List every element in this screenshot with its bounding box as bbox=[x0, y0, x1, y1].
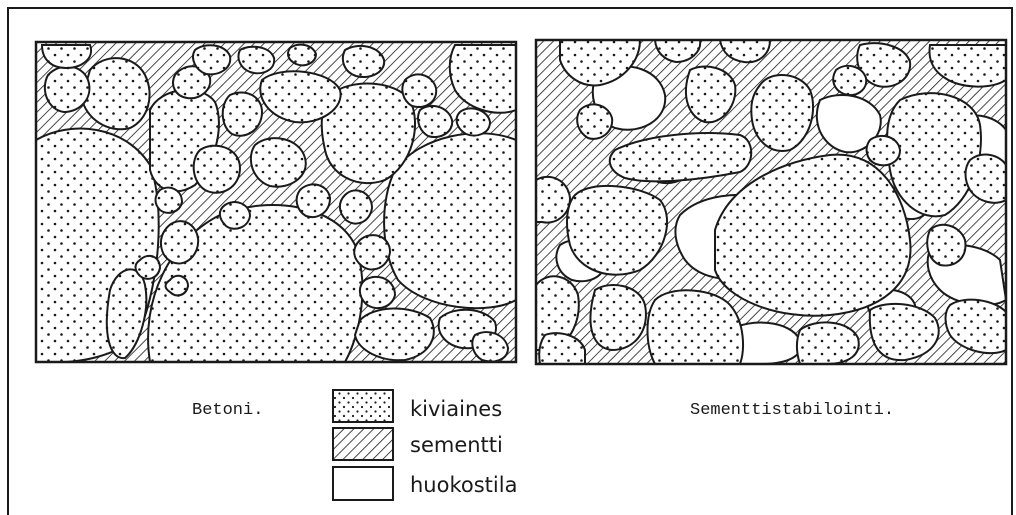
concrete-caption: Betoni. bbox=[192, 401, 263, 420]
legend-swatch-empty bbox=[333, 467, 393, 500]
legend-swatch-hatch bbox=[333, 428, 393, 460]
legend-item-aggregate: kiviaines bbox=[333, 390, 502, 422]
legend: kiviaines sementti huokostila bbox=[333, 390, 517, 500]
concrete-panel bbox=[36, 42, 516, 363]
legend-label-cement: sementti bbox=[410, 433, 503, 457]
stabilization-caption: Sementtistabilointi. bbox=[690, 401, 894, 420]
legend-label-void: huokostila bbox=[410, 473, 517, 497]
legend-item-void: huokostila bbox=[333, 467, 517, 500]
cement-stabilization-panel bbox=[536, 40, 1006, 364]
legend-swatch-dots bbox=[333, 390, 393, 422]
legend-label-aggregate: kiviaines bbox=[410, 397, 502, 421]
legend-item-cement: sementti bbox=[333, 428, 503, 460]
